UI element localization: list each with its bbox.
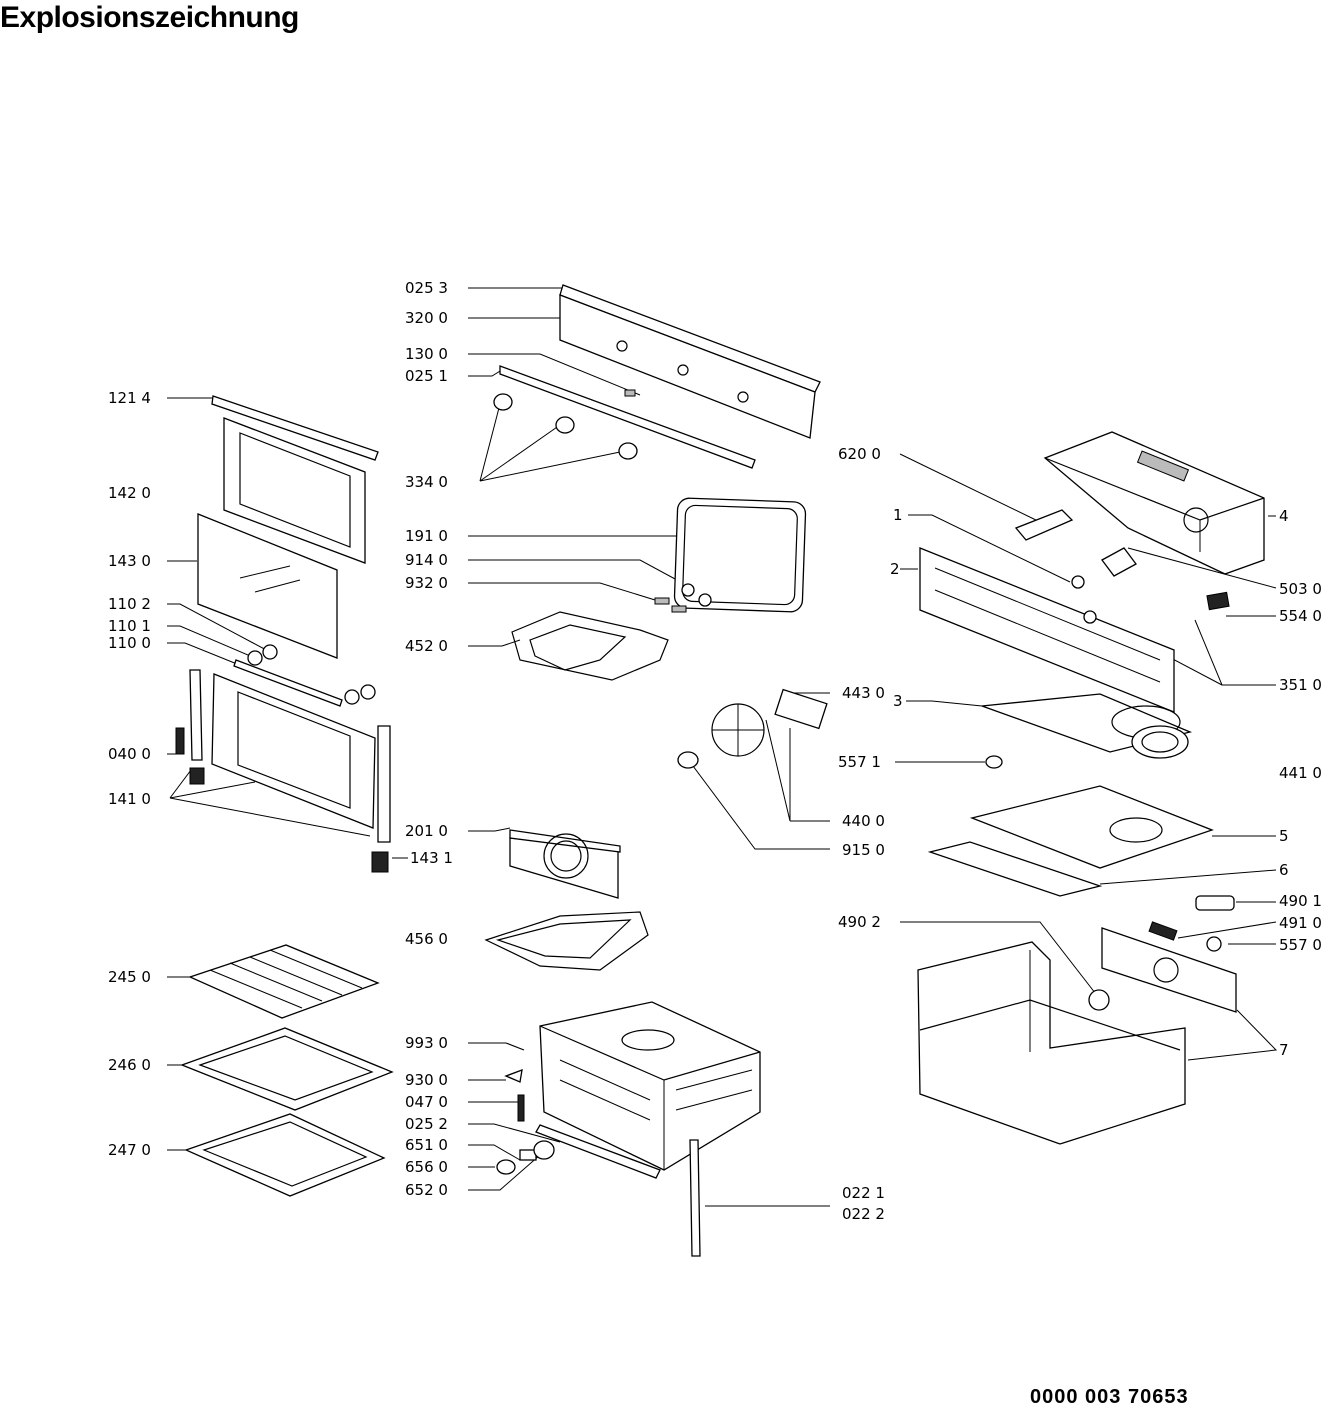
outer-door-glass bbox=[223, 417, 366, 564]
callout-320-0: 320 0 bbox=[405, 309, 448, 327]
callout-932-0: 932 0 bbox=[405, 574, 448, 592]
baking-tray bbox=[180, 1027, 394, 1111]
callout-557-0: 557 0 bbox=[1279, 936, 1322, 954]
callout-490-1: 490 1 bbox=[1279, 892, 1322, 910]
page-title: Explosionszeichnung bbox=[0, 1, 299, 34]
oven-cavity bbox=[539, 1001, 761, 1171]
control-panel bbox=[559, 294, 816, 439]
callout-6: 6 bbox=[1279, 861, 1289, 879]
element-fittings bbox=[654, 583, 712, 613]
rear-electronics-panel bbox=[1101, 895, 1237, 1013]
control-knobs bbox=[493, 393, 638, 460]
convection-fan bbox=[677, 688, 828, 769]
callout-246-0: 246 0 bbox=[108, 1056, 151, 1074]
callout-025-2: 025 2 bbox=[405, 1115, 448, 1133]
leader-lines bbox=[167, 287, 1278, 1207]
callout-440-0: 440 0 bbox=[842, 812, 885, 830]
small-fittings bbox=[496, 1042, 661, 1179]
callout-4: 4 bbox=[1279, 507, 1289, 525]
callout-047-0: 047 0 bbox=[405, 1093, 448, 1111]
callout-651-0: 651 0 bbox=[405, 1136, 448, 1154]
door-top-profile bbox=[211, 395, 379, 461]
callout-7: 7 bbox=[1279, 1041, 1289, 1059]
callout-491-0: 491 0 bbox=[1279, 914, 1322, 932]
callout-142-0: 142 0 bbox=[108, 484, 151, 502]
top-heating-element bbox=[511, 611, 669, 681]
door-frame bbox=[211, 673, 376, 829]
callout-456-0: 456 0 bbox=[405, 930, 448, 948]
callout-652-0: 652 0 bbox=[405, 1181, 448, 1199]
front-frame bbox=[919, 547, 1175, 713]
callout-443-0: 443 0 bbox=[842, 684, 885, 702]
callout-201-0: 201 0 bbox=[405, 822, 448, 840]
callout-143-1: 143 1 bbox=[410, 849, 453, 867]
thermal-switch bbox=[985, 755, 1003, 769]
callout-141-0: 141 0 bbox=[108, 790, 151, 808]
callout-labels: 025 3 320 0 130 0 025 1 121 4 334 0 142 … bbox=[108, 279, 1322, 1223]
callout-557-1: 557 1 bbox=[838, 753, 881, 771]
callout-1: 1 bbox=[893, 506, 903, 524]
deep-tray bbox=[184, 1113, 386, 1197]
switch-block bbox=[1014, 509, 1074, 541]
rear-cover bbox=[509, 829, 621, 899]
callout-143-0: 143 0 bbox=[108, 552, 151, 570]
callout-914-0: 914 0 bbox=[405, 551, 448, 569]
inner-door-glass bbox=[197, 513, 338, 659]
callout-5: 5 bbox=[1279, 827, 1289, 845]
callout-656-0: 656 0 bbox=[405, 1158, 448, 1176]
callout-915-0: 915 0 bbox=[842, 841, 885, 859]
callout-503-0: 503 0 bbox=[1279, 580, 1322, 598]
callout-191-0: 191 0 bbox=[405, 527, 448, 545]
callout-040-0: 040 0 bbox=[108, 745, 151, 763]
callout-022-1: 022 1 bbox=[842, 1184, 885, 1202]
callout-554-0: 554 0 bbox=[1279, 607, 1322, 625]
side-rail bbox=[689, 1139, 701, 1257]
door-bottom-profile bbox=[233, 659, 343, 707]
callout-3: 3 bbox=[893, 692, 903, 710]
terminal-block bbox=[1206, 591, 1230, 611]
callout-620-0: 620 0 bbox=[838, 445, 881, 463]
callout-334-0: 334 0 bbox=[405, 473, 448, 491]
top-cover bbox=[969, 785, 1214, 869]
callout-930-0: 930 0 bbox=[405, 1071, 448, 1089]
outer-housing bbox=[917, 941, 1186, 1145]
capacitor bbox=[1101, 547, 1137, 577]
callout-247-0: 247 0 bbox=[108, 1141, 151, 1159]
fan-motor bbox=[1131, 725, 1189, 759]
callout-993-0: 993 0 bbox=[405, 1034, 448, 1052]
callout-110-1: 110 1 bbox=[108, 617, 151, 635]
callout-121-4: 121 4 bbox=[108, 389, 151, 407]
callout-245-0: 245 0 bbox=[108, 968, 151, 986]
callout-025-1: 025 1 bbox=[405, 367, 448, 385]
callout-351-0: 351 0 bbox=[1279, 676, 1322, 694]
callout-130-0: 130 0 bbox=[405, 345, 448, 363]
callout-2: 2 bbox=[890, 560, 900, 578]
callout-452-0: 452 0 bbox=[405, 637, 448, 655]
wire-rack bbox=[188, 944, 380, 1019]
door-hinge-rails bbox=[175, 669, 391, 873]
door-gasket bbox=[673, 497, 807, 613]
callout-110-0: 110 0 bbox=[108, 634, 151, 652]
callout-490-2: 490 2 bbox=[838, 913, 881, 931]
callout-022-2: 022 2 bbox=[842, 1205, 885, 1223]
callout-110-2: 110 2 bbox=[108, 595, 151, 613]
panel-bracket bbox=[499, 365, 756, 469]
callout-025-3: 025 3 bbox=[405, 279, 448, 297]
control-housing bbox=[1043, 431, 1265, 575]
document-number: 0000 003 70653 bbox=[1030, 1386, 1189, 1408]
door-hinge-caps bbox=[247, 644, 376, 705]
lower-heating-element bbox=[484, 911, 649, 971]
cover-plate bbox=[927, 841, 1103, 897]
callout-441-0: 441 0 bbox=[1279, 764, 1322, 782]
